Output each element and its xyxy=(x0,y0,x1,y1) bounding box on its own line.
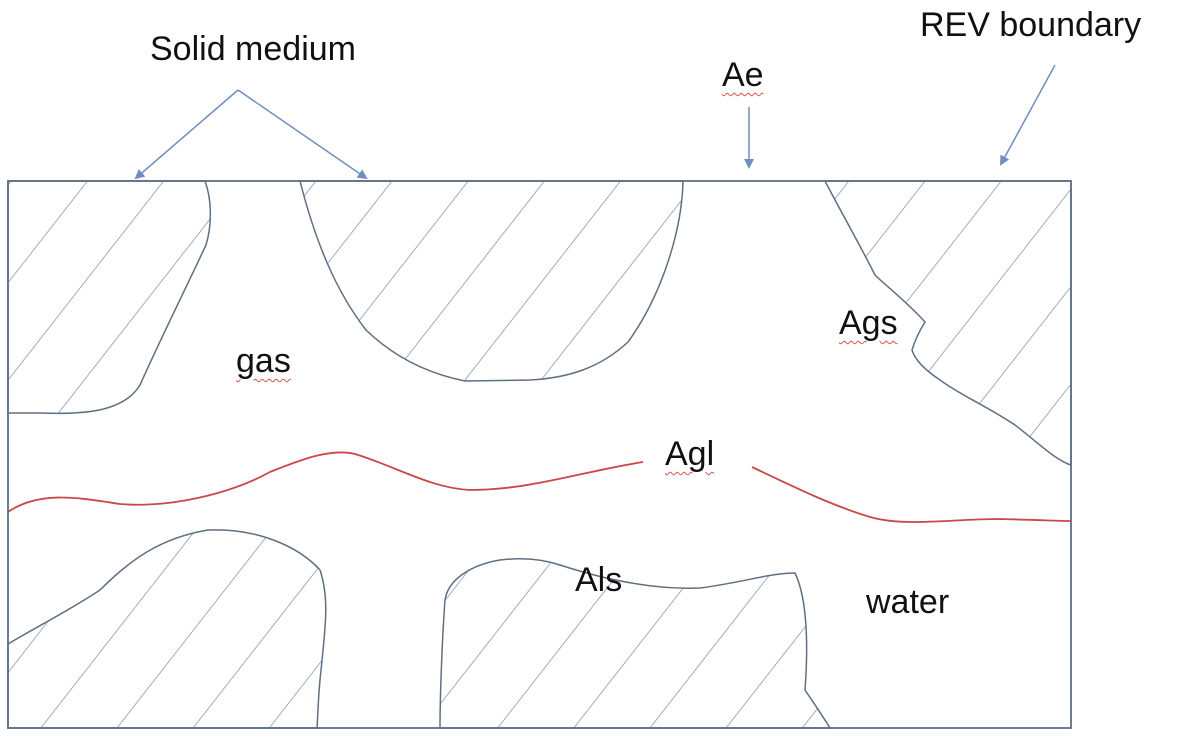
label-agl: Agl xyxy=(665,435,715,473)
solid-medium-arrow-left xyxy=(134,89,239,180)
solid-grain-top-right xyxy=(823,180,1072,467)
label-rev-boundary-text: REV boundary xyxy=(920,6,1142,44)
gas-liquid-interface-right xyxy=(751,466,1072,523)
label-gas: gas xyxy=(236,342,291,380)
rev-boundary-rectangle xyxy=(7,180,1072,729)
label-solid-medium: Solid medium xyxy=(150,30,356,68)
solid-grain-top-left xyxy=(7,180,212,415)
gas-liquid-interface xyxy=(7,451,644,513)
label-rev-boundary: REV boundary xyxy=(920,8,1141,42)
rev-boundary-arrow xyxy=(1000,64,1056,166)
solid-medium-arrow-right xyxy=(237,89,368,180)
solid-grain-top-center xyxy=(299,180,684,382)
label-water: water xyxy=(866,583,950,621)
label-ags: Ags xyxy=(839,304,898,342)
label-als: Als xyxy=(575,561,623,599)
label-ae: Ae xyxy=(722,56,764,94)
solid-grain-bottom-left xyxy=(7,529,327,729)
solid-grain-bottom-center xyxy=(439,558,832,729)
